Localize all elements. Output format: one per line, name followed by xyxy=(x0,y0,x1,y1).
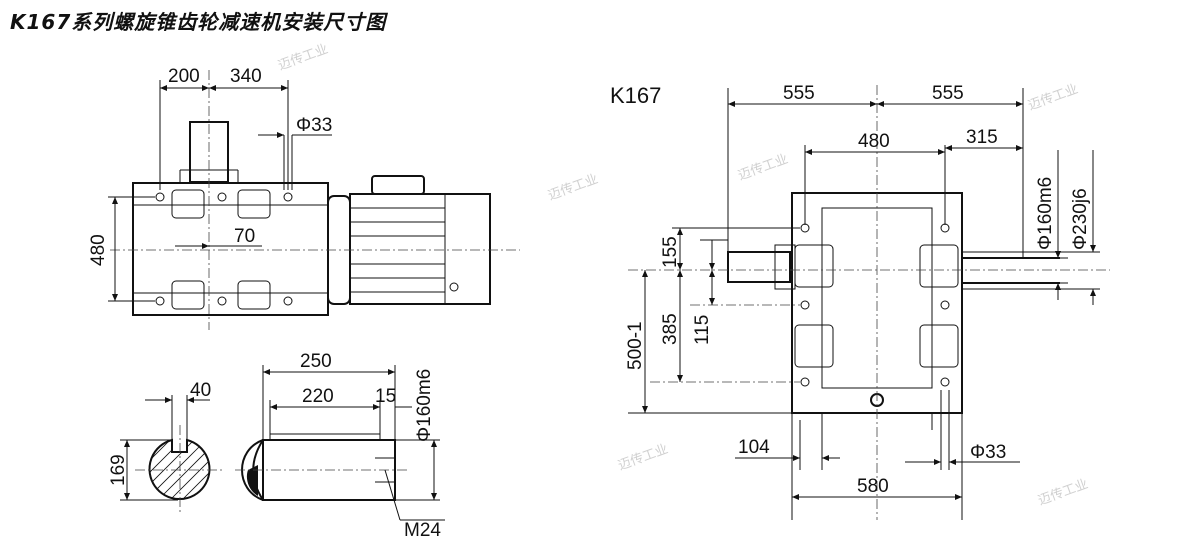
shaft-break-hatch xyxy=(246,465,258,496)
watermark: 迈传工业 xyxy=(546,172,600,204)
dim-555-left: 555 xyxy=(783,83,815,104)
dim-169: 169 xyxy=(108,454,129,486)
top-flange xyxy=(132,182,329,206)
dim-315: 315 xyxy=(966,127,998,148)
shaft-side-view: 250 220 15 Φ160m6 M24 xyxy=(235,351,445,541)
bearing-boss xyxy=(794,324,834,368)
bottom-flange xyxy=(132,292,329,316)
dim-555-right: 555 xyxy=(932,83,964,104)
dim-40: 40 xyxy=(190,380,211,401)
foot-pad xyxy=(171,189,205,219)
dim-phi160m6-right: Φ160m6 xyxy=(1035,177,1056,250)
shaft-cross-section: 40 169 xyxy=(108,380,225,515)
dim-580: 580 xyxy=(857,476,889,497)
watermarks: 迈传工业 迈传工业 迈传工业 迈传工业 迈传工业 迈传工业 xyxy=(276,42,1090,509)
bolt-holes xyxy=(155,192,293,306)
dim-250: 250 xyxy=(300,351,332,372)
input-shaft xyxy=(727,251,791,283)
left-top-view: 200 340 Φ33 480 70 xyxy=(88,66,520,330)
dim-15: 15 xyxy=(375,386,396,407)
dim-phi160m6-shaft: Φ160m6 xyxy=(414,369,435,442)
motor-fins xyxy=(350,194,446,304)
dim-phi230j6: Φ230j6 xyxy=(1070,188,1091,250)
bolt-holes-right xyxy=(800,223,950,387)
dim-115: 115 xyxy=(692,315,713,345)
dim-220: 220 xyxy=(302,386,334,407)
dim-340: 340 xyxy=(230,66,262,87)
dim-155: 155 xyxy=(660,236,681,268)
dim-500: 500-1 xyxy=(625,321,646,370)
model-label: K167 xyxy=(610,83,661,108)
bearing-boss xyxy=(794,244,834,288)
watermark: 迈传工业 xyxy=(1036,477,1090,509)
keyway xyxy=(269,433,381,441)
watermark: 迈传工业 xyxy=(736,152,790,184)
drawing-title: K167系列螺旋锥齿轮减速机安装尺寸图 xyxy=(10,10,387,34)
gearbox-housing xyxy=(132,182,329,316)
motor-nameplate-screw xyxy=(449,282,459,292)
dim-200: 200 xyxy=(168,66,200,87)
motor-body xyxy=(349,193,491,305)
foot-pad xyxy=(171,280,205,310)
dim-385: 385 xyxy=(660,313,681,345)
dim-phi33: Φ33 xyxy=(296,115,332,136)
watermark: 迈传工业 xyxy=(616,442,670,474)
terminal-box xyxy=(371,175,425,195)
foot-pad xyxy=(237,280,271,310)
dim-70: 70 xyxy=(234,226,255,247)
watermark: 迈传工业 xyxy=(1026,82,1080,114)
right-front-view: K167 xyxy=(610,83,1110,520)
bearing-boss xyxy=(919,244,959,288)
dim-104: 104 xyxy=(738,437,770,458)
dim-m24: M24 xyxy=(404,520,441,541)
watermark: 迈传工业 xyxy=(276,42,330,74)
dim-480-right: 480 xyxy=(858,131,890,152)
dim-480-left: 480 xyxy=(88,234,109,266)
dim-phi33-right: Φ33 xyxy=(970,442,1006,463)
foot-pad xyxy=(237,189,271,219)
bearing-boss xyxy=(919,324,959,368)
